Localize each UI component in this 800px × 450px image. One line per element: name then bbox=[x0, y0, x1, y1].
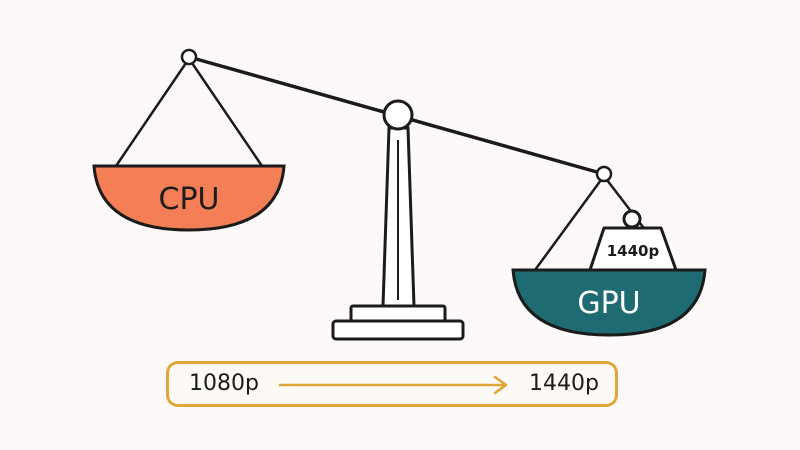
resolution-to: 1440p bbox=[529, 371, 599, 396]
cpu-pan bbox=[92, 164, 286, 232]
resolution-bar: 1080p 1440p bbox=[166, 361, 618, 407]
scale-pivot bbox=[382, 99, 414, 131]
left-hanger-string bbox=[114, 62, 188, 167]
right-hanger-ring bbox=[595, 165, 613, 183]
resolution-from: 1080p bbox=[189, 371, 259, 396]
gpu-pan-label: GPU bbox=[577, 286, 640, 321]
left-hanger-ring bbox=[180, 48, 198, 66]
scale-base-bottom bbox=[331, 319, 465, 341]
right-hanger-string bbox=[533, 179, 603, 271]
scale-base-top bbox=[349, 304, 447, 323]
right-arrow-icon bbox=[279, 375, 508, 395]
weight-ring bbox=[622, 209, 642, 229]
gpu-pan bbox=[511, 268, 707, 337]
left-hanger-string bbox=[190, 62, 264, 167]
cpu-pan-label: CPU bbox=[159, 182, 220, 217]
weight-label: 1440p bbox=[607, 242, 660, 260]
